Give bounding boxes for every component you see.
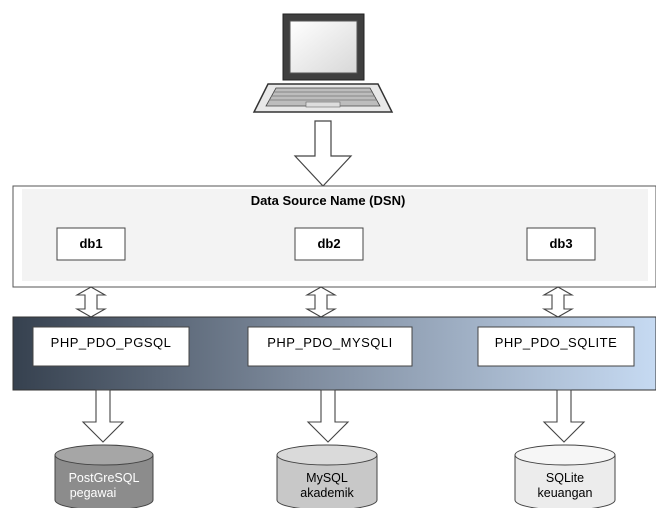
driver-box-pgsql (32, 326, 190, 367)
db2-box (294, 227, 364, 261)
db1-box (56, 227, 126, 261)
db-name-keuangan: keuangan (537, 486, 593, 500)
driver-label-mysqli: PHP_PDO_MYSQLI (267, 335, 393, 350)
db-name-pegawai: pegawai (69, 486, 117, 500)
database-cylinder-postgresql (54, 444, 154, 508)
db3-box (526, 227, 596, 261)
db-engine-postgresql: PostGreSQL (68, 471, 140, 485)
database-cylinder-sqlite (514, 444, 616, 508)
double-arrow-1 (74, 286, 108, 318)
db-engine-mysql: MySQL (306, 471, 348, 485)
dsn-title: Data Source Name (DSN) (250, 193, 406, 208)
driver-box-sqlite (477, 326, 635, 367)
driver-label-sqlite: PHP_PDO_SQLITE (494, 335, 618, 350)
dsn-alias-db1: db1 (79, 236, 103, 251)
db-name-akademik: akademik (300, 486, 354, 500)
arrow-sqlite-to-db (542, 389, 586, 443)
arrow-mysqli-to-db (306, 389, 350, 443)
dsn-alias-db2: db2 (317, 236, 341, 251)
driver-label-pgsql: PHP_PDO_PGSQL (50, 335, 172, 350)
database-cylinder-mysql (276, 444, 378, 508)
db-engine-sqlite: SQLite (545, 471, 585, 485)
arrow-pgsql-to-db (81, 389, 125, 443)
dsn-alias-db3: db3 (549, 236, 573, 251)
double-arrow-2 (304, 286, 338, 318)
arrow-laptop-to-dsn (293, 120, 353, 187)
laptop-icon (252, 13, 394, 113)
driver-box-mysqli (247, 326, 413, 367)
double-arrow-3 (541, 286, 575, 318)
